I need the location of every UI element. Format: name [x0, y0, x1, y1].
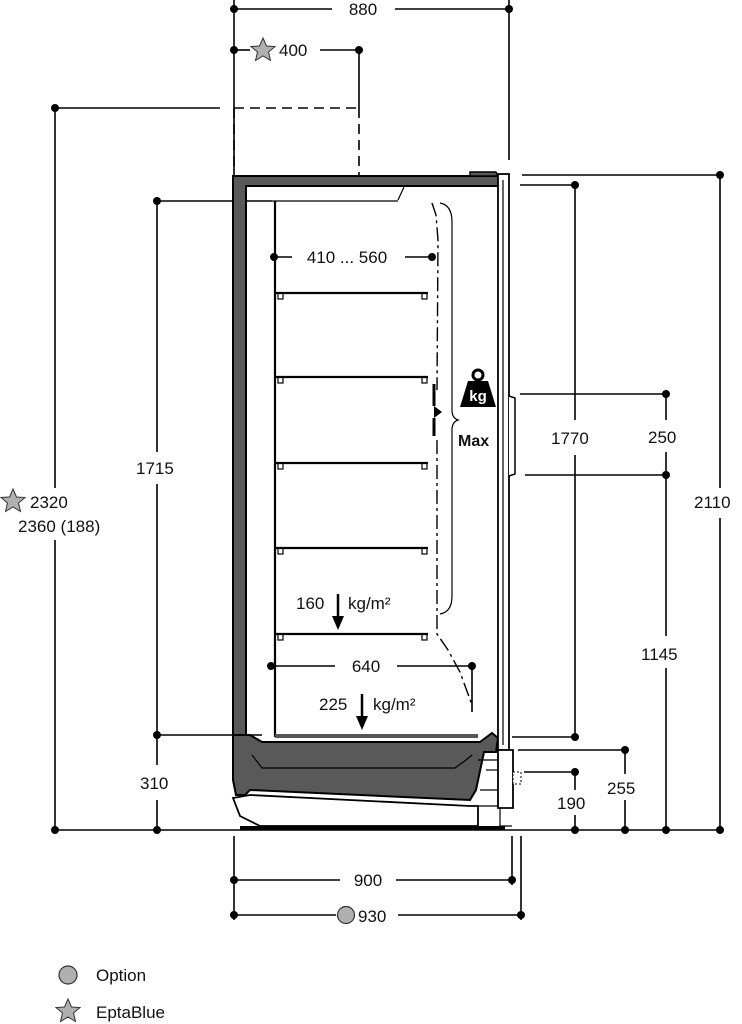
legend-eptablue-label: EptaBlue	[96, 1003, 165, 1022]
dim-250: 250	[520, 390, 676, 479]
legend-option-icon	[58, 965, 78, 985]
dim-190-label: 190	[557, 794, 585, 813]
dim-310: 310	[140, 735, 168, 834]
dim-255-label: 255	[607, 779, 635, 798]
dim-1715: 1715	[136, 197, 272, 739]
shelf-rack	[272, 200, 478, 738]
eptablue-star-icon	[249, 36, 277, 62]
shelf-load-value: 160	[296, 594, 324, 613]
weight-kg-icon: kg	[460, 368, 496, 407]
dim-2360-label: 2360 (188)	[18, 517, 100, 536]
dim-255: 255	[518, 746, 635, 834]
legend-eptablue-star-icon	[54, 997, 82, 1023]
dim-930: 930	[230, 836, 525, 926]
shelf	[275, 632, 428, 641]
shelf	[275, 291, 428, 300]
base-load-value: 225	[319, 695, 347, 714]
svg-text:kg: kg	[469, 388, 487, 405]
dim-930-label: 930	[358, 907, 386, 926]
dim-2320-label: 2320	[30, 493, 68, 512]
shelf-load: 160 kg/m²	[296, 594, 391, 630]
cabinet-body	[231, 171, 505, 830]
glass-door	[497, 173, 522, 827]
legend-option-label: Option	[96, 966, 146, 985]
dim-1145: 1145	[641, 475, 678, 834]
dim-640-label: 640	[352, 657, 380, 676]
dim-640: 640	[267, 657, 476, 712]
dim-1770: 1770	[512, 181, 589, 741]
dim-2320: 2320 2360 (188)	[0, 104, 220, 834]
shelf	[275, 461, 428, 470]
dim-400: 400	[230, 36, 363, 108]
dim-310-label: 310	[140, 774, 168, 793]
dim-400-label: 400	[279, 41, 307, 60]
legend: Option EptaBlue	[54, 965, 165, 1023]
dim-shelf-depth-label: 410 ... 560	[307, 248, 387, 267]
shelf	[275, 546, 428, 555]
optional-top-unit	[233, 107, 360, 176]
shelf-load-unit: kg/m²	[348, 594, 391, 613]
dim-880: 880	[230, 0, 513, 172]
dim-2110-label: 2110	[694, 493, 731, 512]
dim-900: 900	[230, 836, 516, 920]
dim-250-label: 250	[648, 428, 676, 447]
base-load-unit: kg/m²	[373, 695, 416, 714]
max-label: Max	[458, 433, 489, 450]
option-circle-icon	[336, 905, 356, 925]
dim-2110: 2110	[522, 171, 731, 834]
dim-880-label: 880	[349, 0, 377, 19]
dim-shelf-depth: 410 ... 560	[270, 248, 436, 267]
base-load: 225 kg/m²	[319, 694, 416, 730]
eptablue-star-icon	[0, 487, 27, 513]
air-curtain-profile	[431, 202, 473, 706]
dim-1770-label: 1770	[551, 429, 589, 448]
dim-1715-label: 1715	[136, 459, 174, 478]
dim-1145-label: 1145	[641, 645, 678, 664]
shelf	[275, 375, 428, 384]
dim-190: 190	[524, 768, 585, 834]
max-load-indicator: kg Max	[432, 202, 496, 615]
dim-900-label: 900	[354, 871, 382, 890]
